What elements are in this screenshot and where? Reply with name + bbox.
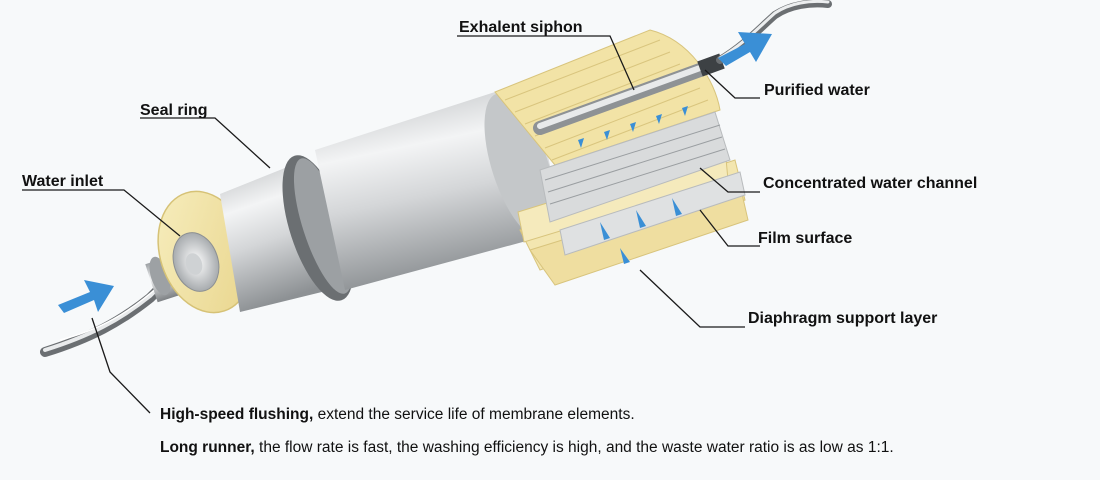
membrane-end-face <box>157 190 253 314</box>
leader-lines <box>22 35 760 414</box>
caption-1-bold: High-speed flushing, <box>160 406 314 423</box>
caption-1-text: extend the service life of membrane elem… <box>313 406 635 423</box>
label-exhalent-siphon: Exhalent siphon <box>459 19 583 36</box>
caption-2-bold: Long runner, <box>160 439 255 456</box>
label-concentrated-water-channel: Concentrated water channel <box>763 175 978 192</box>
outlet-flow-arrow <box>718 32 772 66</box>
seal-ring-band <box>282 155 354 301</box>
caption-line-2: Long runner, the flow rate is fast, the … <box>160 440 894 456</box>
label-water-inlet: Water inlet <box>22 173 104 190</box>
outlet-hose <box>716 0 832 64</box>
label-seal-ring: Seal ring <box>140 102 208 119</box>
label-diaphragm-support-layer: Diaphragm support layer <box>748 310 938 327</box>
label-film-surface: Film surface <box>758 230 853 247</box>
internal-flow-arrows <box>578 106 688 264</box>
label-purified-water: Purified water <box>764 82 870 99</box>
inlet-flow-arrow <box>58 280 114 313</box>
caption-line-1: High-speed flushing, extend the service … <box>160 407 635 423</box>
caption-2-text: the flow rate is fast, the washing effic… <box>254 439 894 456</box>
